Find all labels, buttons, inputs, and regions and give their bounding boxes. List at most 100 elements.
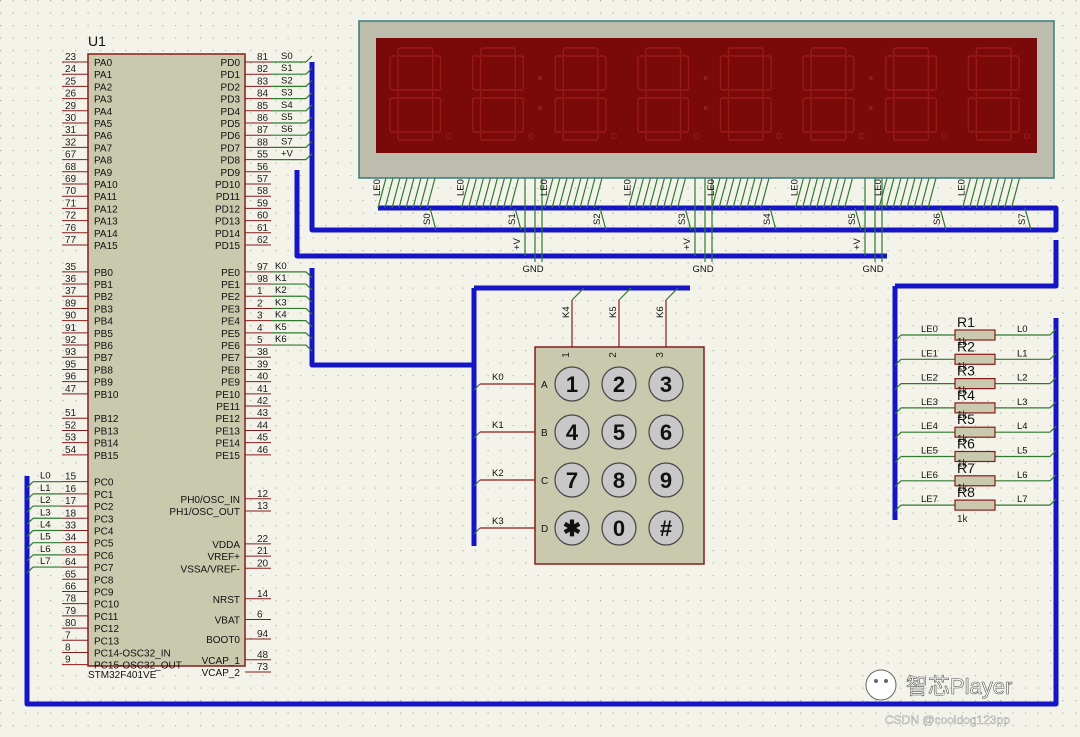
display-pin-entry: [641, 177, 652, 209]
mcu-left-pin-number: 51: [65, 408, 77, 419]
pe-bus-entry: [305, 308, 313, 315]
mcu-right-pin-name: PE2: [221, 292, 240, 303]
mcu-right-pin-number: 97: [257, 262, 269, 273]
digit-segment: [431, 97, 442, 133]
digit-segment: [719, 55, 730, 91]
pc-net-label: L0: [40, 471, 51, 482]
mcu-left-pin-name: PC9: [94, 587, 114, 598]
mcu-right-pin-number: 1: [257, 286, 263, 297]
mcu-left-pin-number: 29: [65, 101, 77, 112]
display-pin-entry: [565, 177, 575, 209]
resistor-body: [954, 378, 996, 390]
display-pin-entry: [551, 177, 561, 209]
mcu-right-pin-name: PD3: [221, 95, 241, 106]
mcu-right-pin-number: 43: [257, 408, 269, 419]
resistor-out-entry: [1049, 401, 1057, 409]
digit-select-wire: [854, 207, 862, 231]
display-pin-label: LE0: [790, 179, 801, 196]
display-pin-entry: [808, 177, 819, 209]
pe-net-label: K3: [275, 297, 287, 308]
mcu-right-pin-name: PE5: [221, 329, 240, 340]
digit-segment: [514, 97, 524, 133]
keypad-key-circle: [554, 414, 590, 450]
signal-wires: [26, 55, 1057, 574]
mcu-right-pin-number: 59: [257, 198, 269, 209]
display-pin-entry: [377, 177, 387, 209]
display-pin-entry: [627, 177, 638, 209]
mcu-right-pin-name: BOOT0: [206, 635, 240, 646]
pc-net-label: L5: [40, 532, 51, 543]
mcu-right-pin-number: 82: [257, 64, 269, 75]
resistor-out-entry: [1049, 450, 1057, 457]
resistor-body: [954, 450, 996, 463]
display-pin-entry: [634, 177, 645, 209]
mcu-left-pin-number: 67: [65, 150, 77, 161]
digit-select-wire: [514, 207, 522, 231]
digit-5: [802, 47, 873, 141]
digit-select-wire: [1024, 207, 1032, 231]
mcu-left-pin-number: 15: [65, 472, 77, 483]
display-pin-entry: [794, 177, 805, 209]
resistor-in-entry: [894, 504, 902, 512]
display-pin-entry: [488, 177, 499, 209]
pd-net-label: S5: [281, 112, 293, 123]
digit-segment: [727, 89, 764, 99]
keypad-key-label: 2: [613, 372, 625, 397]
resistor-value: 1k: [957, 337, 969, 348]
resistor-in-label: LE2: [921, 373, 938, 384]
keypad-col-net: K5: [608, 306, 619, 318]
keypad-key-circle: [648, 510, 684, 546]
resistor-ref: R3: [957, 363, 975, 379]
keypad-row-entry: [473, 479, 481, 487]
digit-segment: [645, 47, 682, 57]
display-pin-entry: [913, 177, 923, 209]
keypad-col-net: K6: [655, 306, 666, 318]
resistor-input-bus-top: [895, 240, 1059, 289]
display-pin-entry: [495, 177, 506, 209]
mcu-net-labels: S0S1S2S3S4S5S6S7+VK0K1K2K3K4K5K6L0L1L2L3…: [40, 51, 294, 567]
resistor-out-entry: [1049, 377, 1057, 385]
watermark-brand: 智芯Player: [906, 674, 1012, 699]
pc-bus-entry: [26, 530, 34, 537]
digit-segment: [885, 97, 895, 133]
mcu-left-pin-number: 31: [65, 125, 77, 136]
mcu-left-pin-name: PC11: [94, 612, 119, 623]
digit-segment: [389, 55, 399, 91]
mcu-left-pin-name: PC10: [94, 600, 119, 611]
pd-bus-entry: [305, 128, 313, 136]
display-pin-entry: [878, 177, 888, 209]
mcu-body[interactable]: [87, 53, 246, 667]
digit-segment: [975, 47, 1012, 57]
pc-bus-entry: [26, 481, 34, 489]
keypad-col-number: 3: [655, 352, 666, 358]
mcu-left-pin-name: PC6: [94, 551, 114, 562]
mcu-ref: U1: [88, 33, 106, 49]
digit-segment: [810, 89, 847, 99]
digit-segment: [645, 131, 682, 141]
mcu-right-pin-number: 55: [257, 150, 269, 161]
resistor-body: [954, 353, 996, 365]
pe-net-label: K1: [275, 273, 287, 284]
keypad-row-net: K1: [492, 420, 504, 431]
pd-bus-entry: [305, 104, 313, 112]
pd-net-label: S4: [281, 100, 293, 111]
display-pin-entry: [725, 177, 735, 209]
mcu-left-pin-name: PA9: [94, 168, 113, 179]
keypad-key-label: 3: [660, 372, 672, 397]
keypad-key-circle: [601, 510, 637, 546]
mcu-chip[interactable]: U1 STM32F401VE 23PA024PA125PA226PA329PA4…: [40, 33, 294, 681]
display-pin-entry: [426, 177, 436, 209]
vplus-label: +V: [512, 237, 523, 250]
digit-segment: [637, 97, 647, 133]
mcu-right-pin-number: 73: [257, 662, 269, 673]
digit-segment: [471, 97, 482, 133]
mcu-right-pin-name: PD0: [221, 58, 241, 69]
mcu-left-pin-number: 70: [65, 186, 77, 197]
mcu-left-pin-number: 33: [65, 520, 77, 531]
digit-segment: [514, 55, 524, 91]
